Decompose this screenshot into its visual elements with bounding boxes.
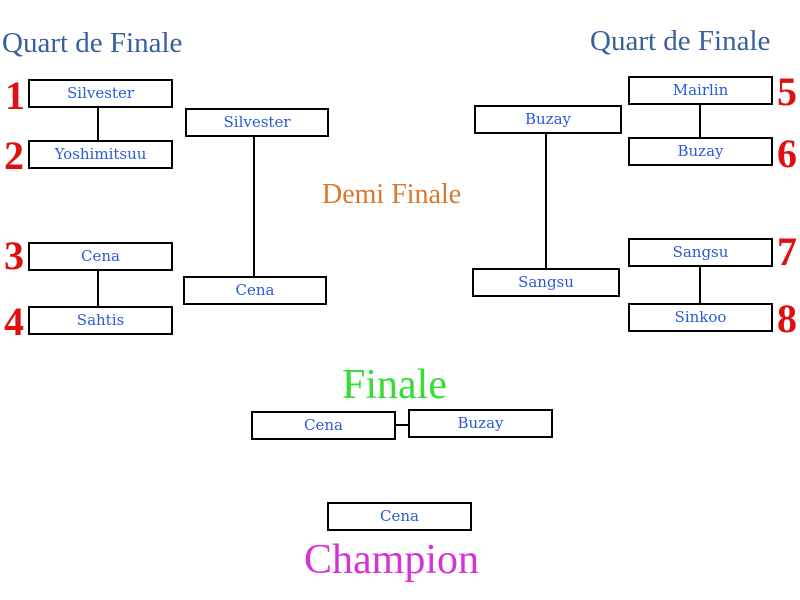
quarterfinal-heading-left: Quart de Finale <box>2 27 183 59</box>
quarterfinal-slot: Cena <box>28 242 173 271</box>
seed-number: 1 <box>5 73 25 118</box>
semifinal-slot: Cena <box>183 276 327 305</box>
connector-qf-7-8 <box>699 266 701 304</box>
seed-number: 3 <box>4 233 24 278</box>
connector-qf-5-6 <box>699 102 701 138</box>
quarterfinal-slot: Silvester <box>28 79 173 108</box>
quarterfinal-slot: Sinkoo <box>628 303 773 332</box>
champion-slot: Cena <box>327 502 472 531</box>
quarterfinal-slot: Sahtis <box>28 306 173 335</box>
quarterfinal-slot: Yoshimitsuu <box>28 140 173 169</box>
final-heading: Finale <box>342 362 447 408</box>
seed-number: 5 <box>777 69 797 114</box>
seed-number: 6 <box>777 131 797 176</box>
champion-heading: Champion <box>304 537 479 583</box>
quarterfinal-slot: Buzay <box>628 137 773 166</box>
quarterfinal-slot: Mairlin <box>628 76 773 105</box>
connector-qf-3-4 <box>97 269 99 306</box>
final-slot: Buzay <box>408 409 553 438</box>
seed-number: 8 <box>777 296 797 341</box>
connector-semi-left <box>253 134 255 277</box>
final-slot: Cena <box>251 411 396 440</box>
semifinal-slot: Silvester <box>185 108 329 137</box>
quarterfinal-slot: Sangsu <box>628 238 773 267</box>
connector-final <box>395 424 409 426</box>
seed-number: 2 <box>4 133 24 178</box>
seed-number: 7 <box>777 229 797 274</box>
semifinal-slot: Buzay <box>474 105 622 134</box>
semifinal-heading: Demi Finale <box>322 179 462 210</box>
quarterfinal-heading-right: Quart de Finale <box>590 25 771 57</box>
connector-qf-1-2 <box>97 106 99 140</box>
connector-semi-right <box>545 132 547 270</box>
seed-number: 4 <box>4 299 24 344</box>
semifinal-slot: Sangsu <box>472 268 620 297</box>
